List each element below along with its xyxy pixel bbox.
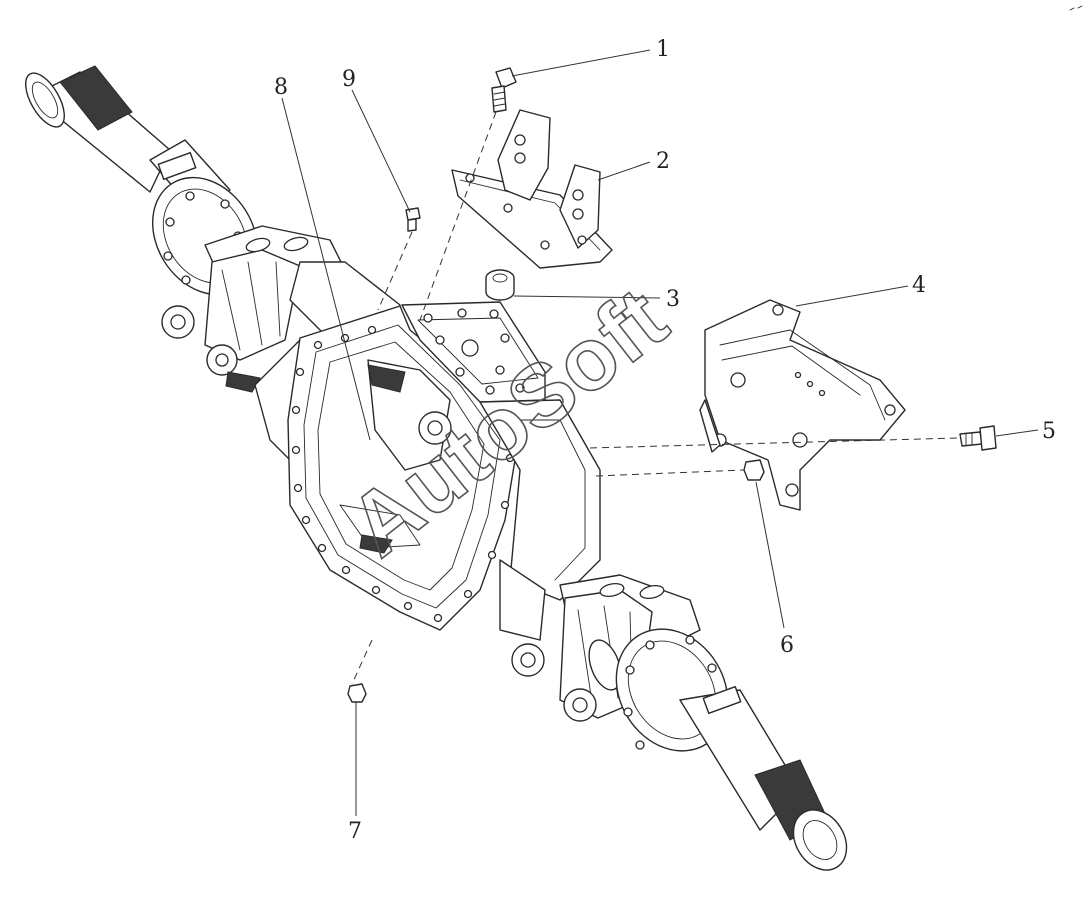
callout-9: 9	[342, 67, 356, 92]
left-spring-seat	[161, 225, 346, 393]
part-2-upper-bracket	[451, 109, 613, 269]
callout-5: 5	[1042, 419, 1056, 444]
callout-7: 7	[348, 819, 362, 844]
part-9-bolt	[405, 207, 421, 232]
callout-2: 2	[656, 149, 670, 174]
part-7-nut	[347, 683, 367, 703]
callout-3: 3	[666, 287, 680, 312]
callout-6: 6	[780, 633, 794, 658]
part-5-bolt	[959, 425, 997, 451]
assembly-lines	[351, 111, 959, 685]
part-4-side-bracket	[699, 299, 906, 511]
right-axle-spindle	[615, 628, 848, 871]
part-3-bushing	[485, 269, 515, 301]
corner-mark	[1069, 5, 1083, 11]
leader-lines	[281, 49, 1039, 816]
axle-housing	[254, 261, 601, 641]
callout-8: 8	[274, 75, 288, 100]
callout-4: 4	[912, 273, 926, 298]
callout-1: 1	[656, 37, 670, 62]
callout-labels: 1 2 3 4 5 6 7 8 9	[274, 37, 1056, 844]
part-1-bolt	[491, 67, 517, 113]
part-6-nut	[743, 459, 765, 481]
